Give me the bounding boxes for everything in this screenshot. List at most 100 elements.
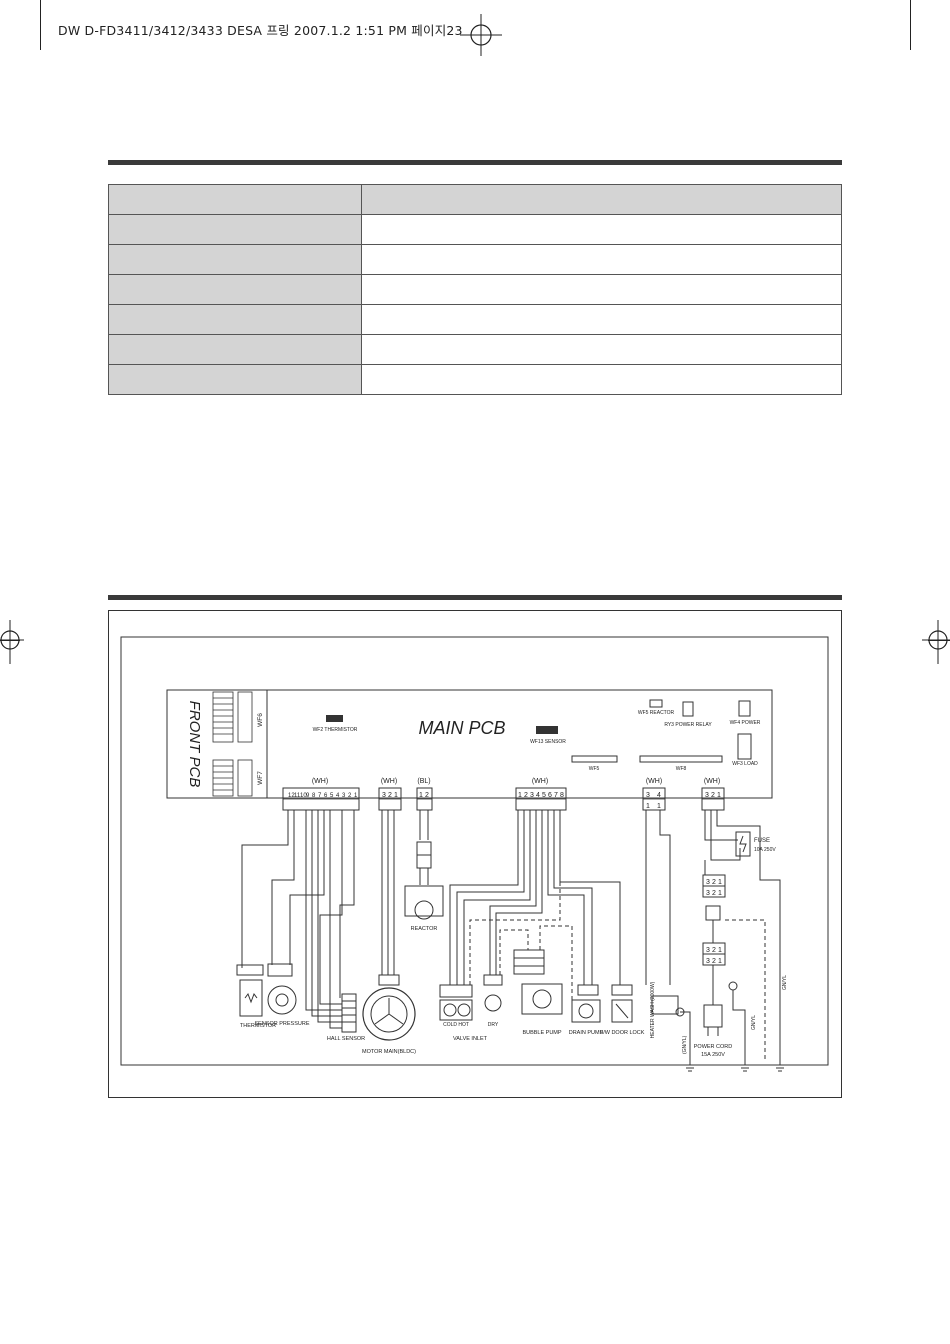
table-cell bbox=[108, 274, 362, 305]
pin: 1 bbox=[419, 792, 423, 799]
pin: 5 bbox=[330, 793, 334, 799]
pin: 1 bbox=[717, 792, 721, 799]
wires-dashed bbox=[469, 810, 573, 1000]
pin: 1 bbox=[394, 792, 398, 799]
heater-label: HEATER WASH (2000W) bbox=[650, 981, 656, 1038]
pin: 1 bbox=[646, 803, 650, 810]
pin: 11 bbox=[294, 793, 301, 799]
top-label-wf7: WF7 bbox=[257, 771, 264, 785]
connector-cn10: (WH) 12 11 10 9 8 7 6 5 4 3 2 1 bbox=[282, 778, 360, 811]
top-label-sensor: WF13 SENSOR bbox=[530, 739, 566, 745]
svg-text:3: 3 bbox=[706, 890, 710, 897]
spec-table bbox=[108, 184, 842, 395]
connector-cn8-color: (WH) bbox=[532, 778, 548, 785]
thermistor-header bbox=[326, 715, 343, 722]
pin: 3 bbox=[342, 793, 346, 799]
pin: 2 bbox=[425, 792, 429, 799]
sensor-pressure-text: SENSOR PRESSURE bbox=[254, 1021, 309, 1027]
thermistor-label: THERMISTOR bbox=[240, 1023, 276, 1029]
pin: 2 bbox=[348, 793, 352, 799]
crop-mark-top-left bbox=[40, 0, 41, 50]
front-pcb-connector-wf7 bbox=[212, 759, 253, 797]
top-label-power: WF4 POWER bbox=[730, 720, 761, 726]
power-header bbox=[738, 700, 751, 717]
heater-component: HEATER WASH (2000W) bbox=[645, 810, 685, 1038]
top-label-load: WF3 LOAD bbox=[732, 761, 758, 767]
reactor-label: REACTOR bbox=[411, 926, 438, 932]
svg-text:1: 1 bbox=[718, 890, 722, 897]
top-label-wf6: WF6 bbox=[257, 713, 264, 727]
pin: 7 bbox=[318, 793, 322, 799]
registration-target-top bbox=[460, 14, 502, 56]
pin: 8 bbox=[312, 793, 316, 799]
ground-label-2: GN/YL bbox=[751, 1015, 757, 1030]
connector-cn1: (WH) 3 2 1 bbox=[701, 778, 725, 811]
connector-cn10-color: (WH) bbox=[312, 778, 328, 785]
svg-text:2: 2 bbox=[712, 947, 716, 954]
table-cell bbox=[108, 244, 362, 275]
svg-text:3: 3 bbox=[706, 879, 710, 886]
table-row bbox=[108, 274, 842, 305]
pin: 1 bbox=[354, 793, 358, 799]
table-cell bbox=[361, 304, 842, 335]
hall-sensor-label: HALL SENSOR bbox=[327, 1036, 365, 1042]
motor-component: MOTOR MAIN(BLDC) bbox=[362, 974, 416, 1055]
svg-text:3: 3 bbox=[706, 958, 710, 965]
table-cell bbox=[361, 364, 842, 395]
hall-sensor-component: HALL SENSOR bbox=[327, 993, 365, 1042]
pin: 3 bbox=[705, 792, 709, 799]
registration-target-right bbox=[922, 620, 950, 664]
page-header: DW D-FD3411/3412/3433 DESA 프링 2007.1.2 1… bbox=[58, 23, 463, 38]
pin: 3 bbox=[646, 792, 650, 799]
front-pcb-connector-wf6 bbox=[212, 691, 253, 743]
pin: 2 bbox=[711, 792, 715, 799]
section-rule-specifications bbox=[108, 160, 842, 165]
load-header bbox=[737, 733, 752, 760]
pin: 8 bbox=[560, 792, 564, 799]
svg-text:3: 3 bbox=[706, 947, 710, 954]
svg-text:2: 2 bbox=[712, 879, 716, 886]
pin: 7 bbox=[554, 792, 558, 799]
door-lock-label: S/W DOOR LOCK bbox=[600, 1030, 645, 1036]
table-cell bbox=[361, 334, 842, 365]
power-cord-rating: 15A 250V bbox=[701, 1052, 725, 1058]
svg-text:2: 2 bbox=[712, 958, 716, 965]
connector-cn4: (WH) 3 4 1 1 bbox=[642, 778, 666, 811]
registration-target-left bbox=[0, 620, 24, 664]
connector-cn2: (BL) 1 2 bbox=[416, 778, 433, 811]
connector-cn8: (WH) 1 2 3 4 5 6 7 8 bbox=[515, 778, 567, 811]
svg-text:1: 1 bbox=[718, 879, 722, 886]
ground-symbols bbox=[684, 1064, 786, 1072]
table-row bbox=[108, 304, 842, 335]
pin: 10 bbox=[300, 793, 307, 799]
wires-cn8 bbox=[449, 810, 621, 985]
table-cell bbox=[108, 214, 362, 245]
connector-cn3: (WH) 3 2 1 bbox=[378, 778, 402, 811]
valve-inlet-label: VALVE INLET bbox=[453, 1036, 488, 1042]
wf8-header bbox=[639, 755, 723, 763]
connector-cn2-color: (BL) bbox=[417, 778, 430, 785]
connector-cn3-color: (WH) bbox=[381, 778, 397, 785]
pin: 4 bbox=[657, 792, 661, 799]
section-rule-wiring-diagram bbox=[108, 595, 842, 600]
ground-label-3: GN/YL bbox=[782, 975, 788, 990]
pin: 4 bbox=[336, 793, 340, 799]
reactor-component: REACTOR bbox=[404, 885, 444, 932]
pin: 6 bbox=[324, 793, 328, 799]
table-cell bbox=[108, 184, 362, 215]
main-pcb-box bbox=[266, 689, 773, 799]
table-row bbox=[108, 364, 842, 395]
pin: 1 bbox=[518, 792, 522, 799]
table-row bbox=[108, 334, 842, 365]
valve-inlet-component: COLD HOT VALVE INLET bbox=[439, 984, 488, 1042]
table-cell bbox=[108, 364, 362, 395]
top-label-wf5: WF5 bbox=[589, 766, 600, 772]
main-pcb-label: MAIN PCB bbox=[418, 718, 505, 738]
wires-cn1 bbox=[680, 810, 781, 1065]
pin: 12 bbox=[288, 793, 295, 799]
ground-label-1: (GN/YL) bbox=[682, 1035, 688, 1054]
pin: 2 bbox=[388, 792, 392, 799]
connector-cn1-color: (WH) bbox=[704, 778, 720, 785]
wires-cn3 bbox=[381, 810, 395, 975]
